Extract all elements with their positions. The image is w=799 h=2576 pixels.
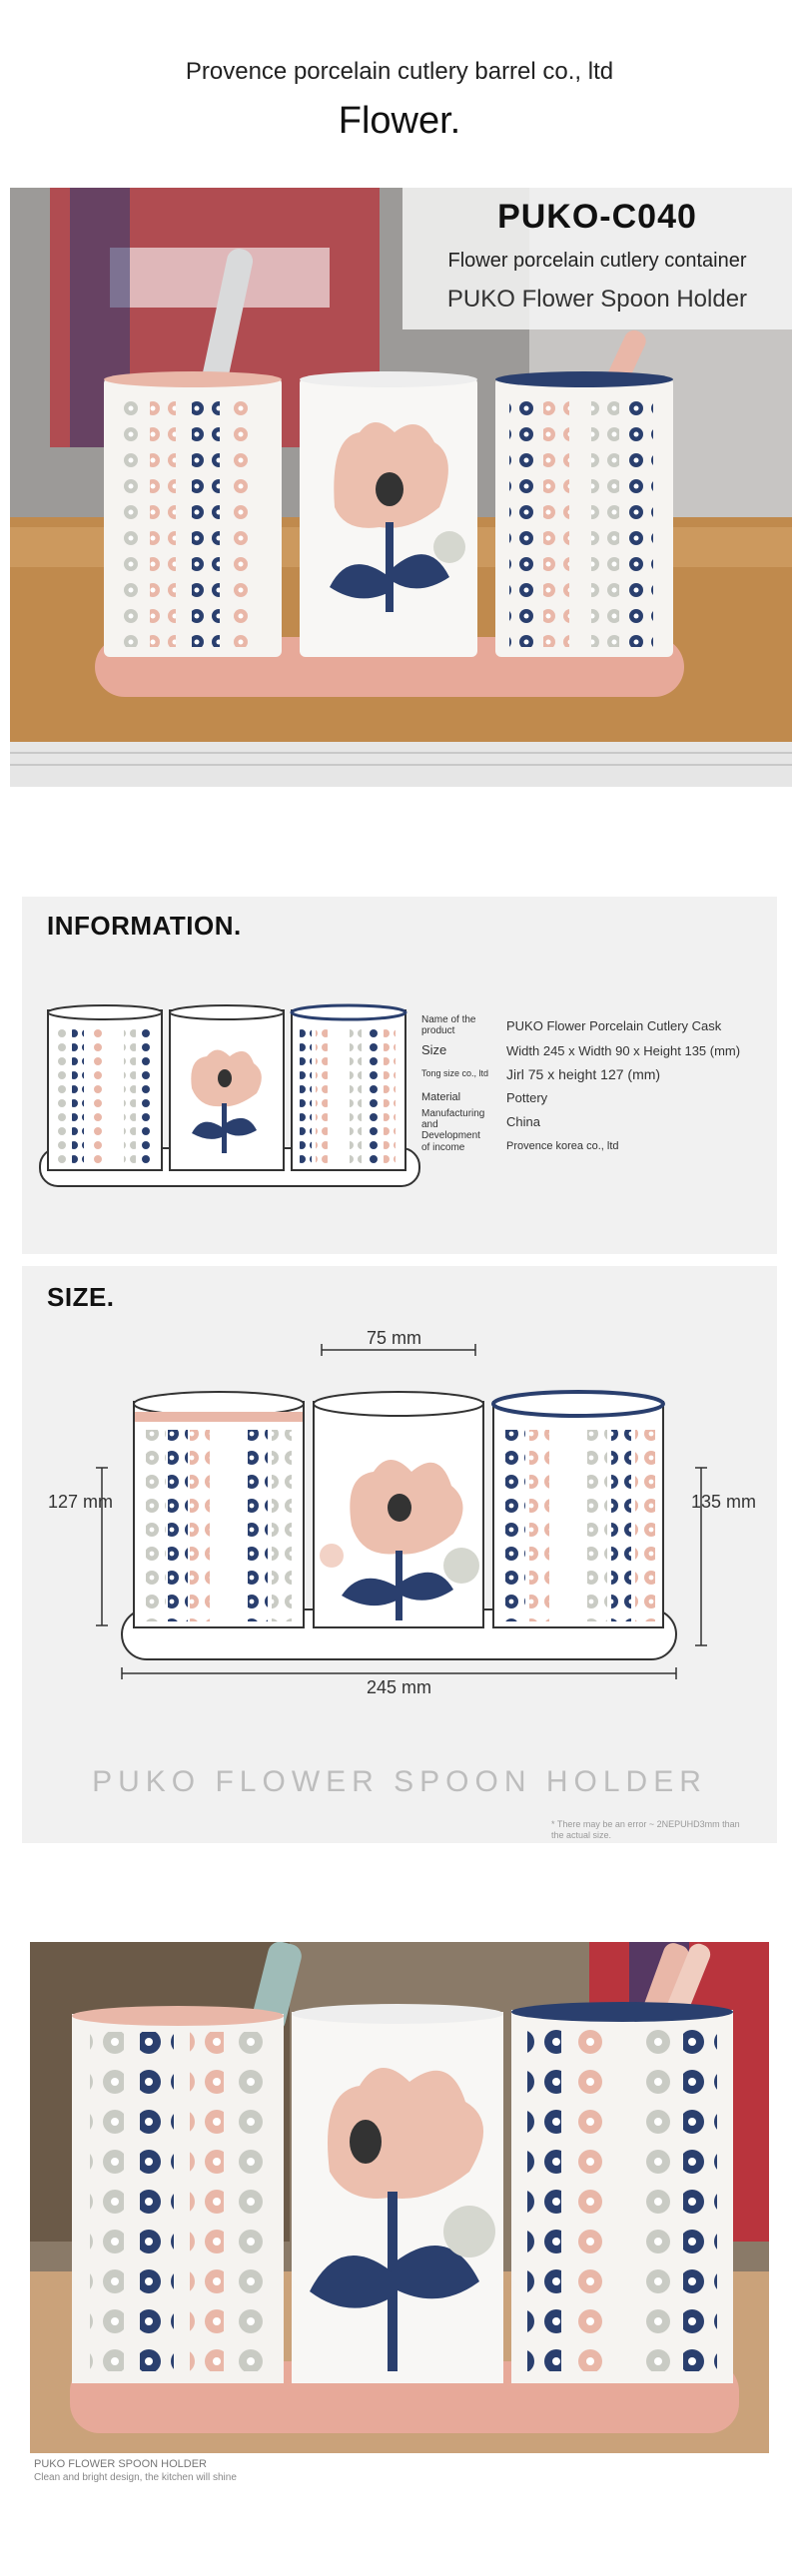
information-title: INFORMATION. [47,911,242,941]
page-headline: Flower. [338,100,461,142]
spec-value-tong-size: Jirl 75 x height 127 (mm) [506,1066,661,1082]
dimension-top-label: 75 mm [367,1328,422,1348]
spec-value-manufacturing: China [506,1114,540,1129]
spec-value-name: PUKO Flower Porcelain Cutlery Cask [506,1018,722,1033]
spec-key-manufacturing: Manufacturing and Development [421,1108,485,1141]
information-product-drawing [39,1003,420,1187]
size-diagram [96,1344,707,1679]
size-watermark: PUKO FLOWER SPOON HOLDER [92,1765,707,1798]
product-subtitle: Flower porcelain cutlery container [447,250,747,272]
spec-key-size: Size [421,1042,447,1057]
spec-key-tong-size: Tong size co., ltd [421,1068,489,1078]
dimension-bottom-label: 245 mm [367,1677,432,1697]
spec-key-material: Material [421,1091,461,1103]
dimension-right-label: 135 mm [691,1492,757,1512]
spec-key-name: Name of the product [421,1014,476,1036]
information-panel: INFORMATION. Name of the product PUKO F [22,897,777,1254]
detail-photo [30,1942,769,2453]
detail-subcaption: Clean and bright design, the kitchen wil… [34,2472,237,2483]
size-title: SIZE. [47,1282,115,1312]
product-code: PUKO-C040 [497,198,697,236]
spec-value-size: Width 245 x Width 90 x Height 135 (mm) [506,1043,741,1058]
product-name: PUKO Flower Spoon Holder [446,286,748,313]
spec-key-income: of income [421,1142,465,1153]
detail-product-image [30,1942,769,2453]
hero-caption-card: PUKO-C040 Flower porcelain cutlery conta… [402,188,792,329]
hero-product-image [10,188,792,787]
company-name: Provence porcelain cutlery barrel co., l… [185,58,614,85]
size-error-note: * There may be an error ~ 2NEPUHD3mm tha… [551,1819,740,1840]
detail-caption: PUKO FLOWER SPOON HOLDER [34,2458,207,2470]
spec-value-material: Pottery [506,1090,548,1105]
spec-value-income: Provence korea co., ltd [506,1140,619,1152]
dimension-left-label: 127 mm [48,1492,114,1512]
hero-photo: PUKO-C040 Flower porcelain cutlery conta… [10,188,792,787]
size-panel: SIZE. [22,1266,777,1843]
